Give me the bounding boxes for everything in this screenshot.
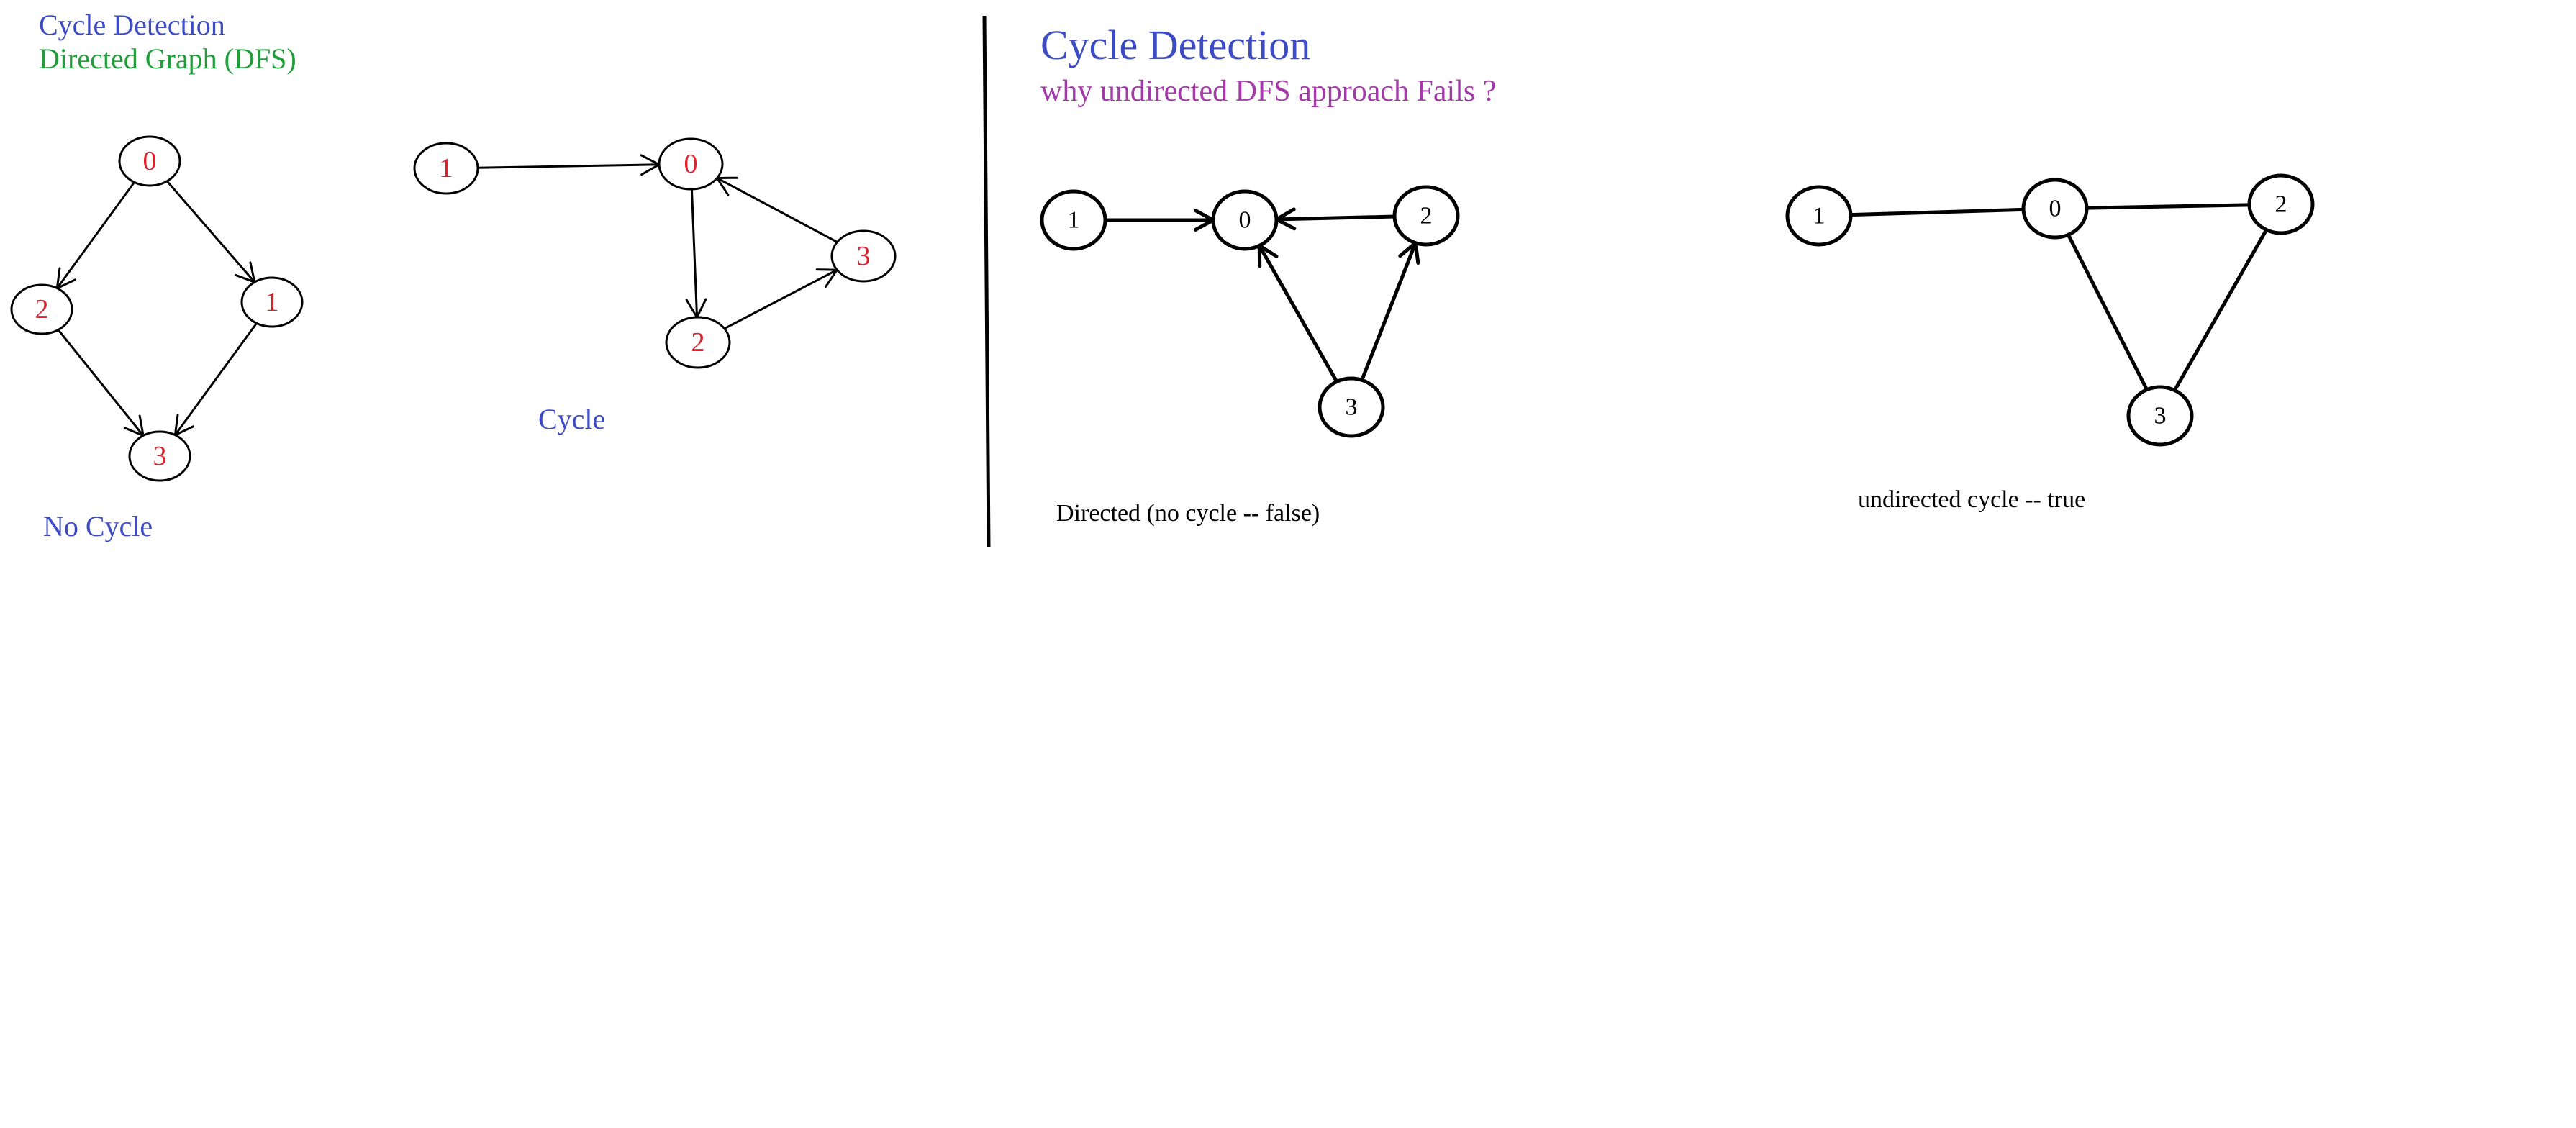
left-subtitle: Directed Graph (DFS) [39, 42, 296, 75]
graph-node-b2: 2 [665, 316, 731, 369]
node-label: 0 [684, 149, 698, 179]
node-label: 1 [440, 153, 453, 183]
node-label: 2 [35, 294, 49, 324]
edge-b1-b0 [476, 154, 661, 176]
graph-node-c0: 0 [1211, 189, 1279, 251]
right-subtitle: why undirected DFS approach Fails ? [1040, 75, 1496, 108]
graph-node-a1: 1 [240, 276, 304, 328]
graph-node-b1: 1 [413, 142, 479, 195]
panel-divider [982, 15, 991, 547]
graph-b-cycle: 1 0 3 2 [413, 137, 897, 369]
graph-c-directed: 1 0 2 3 [1040, 185, 1460, 438]
edge-d2-d3 [2172, 227, 2269, 393]
edge-d0-d3 [2066, 232, 2149, 392]
right-title: Cycle Detection [1040, 22, 1310, 68]
node-label: 0 [2049, 196, 2062, 222]
node-label: 2 [691, 327, 705, 358]
edge-c3-c0 [1257, 244, 1339, 383]
graph-node-c2: 2 [1392, 185, 1460, 247]
edge-c2-c0 [1274, 207, 1397, 231]
graph-node-a3: 3 [128, 430, 191, 482]
edge-a1-a3 [173, 322, 258, 437]
node-label: 2 [2275, 191, 2287, 218]
edge-a2-a3 [57, 328, 145, 437]
edge-b3-b0 [716, 176, 838, 244]
graph-d-caption: undirected cycle -- true [1858, 486, 2085, 513]
graph-node-a0: 0 [118, 135, 181, 187]
graph-node-b3: 3 [830, 229, 897, 283]
node-label: 0 [143, 146, 157, 176]
edge-d1-d0 [1849, 207, 2026, 217]
node-label: 3 [857, 241, 871, 271]
node-label: 3 [1346, 394, 1358, 421]
edge-c3-c2 [1360, 241, 1420, 382]
graph-d-undirected: 1 0 2 3 [1785, 173, 2315, 447]
node-label: 2 [1420, 203, 1433, 229]
node-label: 1 [266, 287, 279, 317]
graph-a-no-cycle: 0 2 1 3 [10, 135, 304, 482]
edge-b2-b3 [723, 268, 838, 330]
graph-c-caption: Directed (no cycle -- false) [1056, 500, 1320, 527]
edge-a0-a2 [55, 181, 136, 290]
edge-c1-c0 [1103, 209, 1215, 232]
graph-node-c3: 3 [1318, 376, 1385, 438]
graph-node-a2: 2 [10, 283, 73, 335]
graph-node-d2: 2 [2247, 173, 2315, 235]
node-label: 0 [1239, 207, 1251, 234]
graph-node-b0: 0 [658, 137, 724, 191]
graph-b-caption: Cycle [538, 403, 605, 435]
edge-d0-d2 [2085, 203, 2251, 210]
node-label: 3 [153, 441, 167, 471]
graph-node-d3: 3 [2126, 385, 2194, 447]
graph-node-d0: 0 [2021, 178, 2089, 240]
node-label: 1 [1813, 203, 1826, 229]
edge-a0-a1 [165, 180, 256, 283]
graph-node-c1: 1 [1040, 189, 1107, 251]
graph-node-d1: 1 [1785, 185, 1853, 247]
left-title: Cycle Detection [39, 9, 225, 41]
node-label: 3 [2154, 403, 2167, 429]
edge-b0-b2 [685, 188, 707, 319]
graph-a-caption: No Cycle [43, 510, 153, 542]
node-label: 1 [1068, 207, 1080, 234]
